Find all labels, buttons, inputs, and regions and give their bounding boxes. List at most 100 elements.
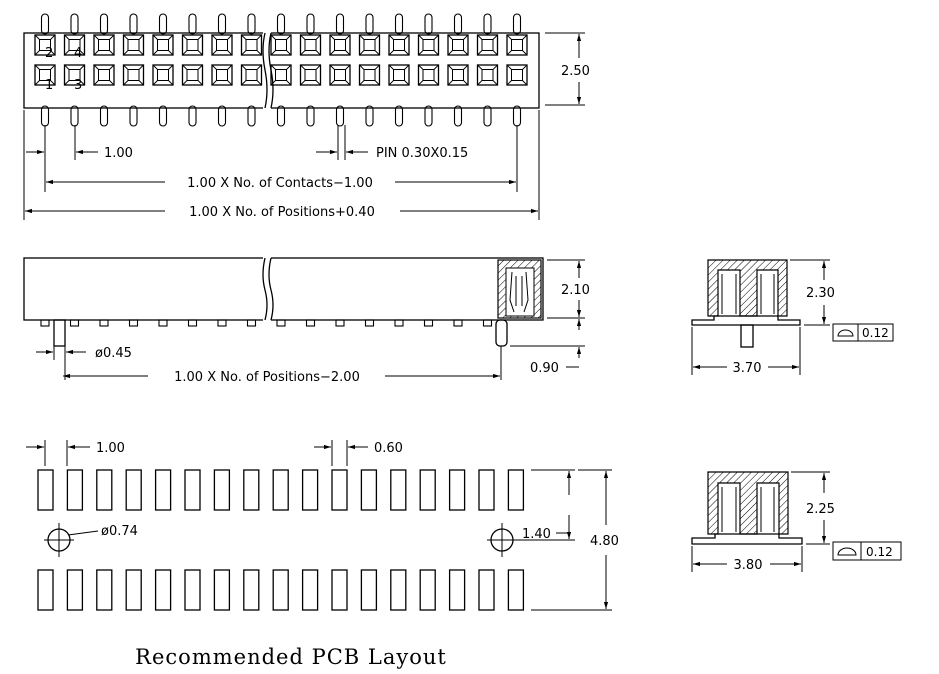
side-view-post-right bbox=[495, 319, 508, 347]
cavity-chamfer bbox=[152, 34, 174, 56]
side-break-line-right bbox=[268, 257, 274, 321]
side-view: 2.10 0.90 ø0.45 1.00 X No. of Positions−… bbox=[23, 256, 590, 385]
pcb-pad bbox=[213, 569, 231, 611]
pcb-layout: ø0.74 1.00 0.60 1.40 4.80 Recommended PC… bbox=[26, 440, 619, 669]
side-tail bbox=[453, 319, 463, 327]
cavity-inner bbox=[452, 39, 464, 51]
pcb-pad bbox=[213, 469, 231, 511]
top-pin bbox=[247, 105, 256, 127]
cavity-chamfer bbox=[211, 34, 233, 56]
top-pin bbox=[129, 105, 138, 127]
cavity-chamfer bbox=[182, 34, 203, 56]
top-pin bbox=[99, 105, 109, 127]
cavity-outer bbox=[93, 34, 115, 56]
pcb-pad bbox=[154, 469, 172, 511]
end-view-top-housing bbox=[707, 259, 788, 317]
cavity-outer bbox=[506, 34, 528, 56]
cavity-chamfer bbox=[447, 64, 469, 86]
side-tail bbox=[423, 319, 434, 327]
top-pin bbox=[512, 105, 522, 127]
cavity-chamfer bbox=[64, 34, 85, 56]
top-pin bbox=[99, 13, 109, 35]
cavity-chamfer bbox=[506, 34, 528, 56]
top-pin bbox=[483, 105, 492, 127]
cavity-chamfer bbox=[241, 64, 262, 86]
cavity-chamfer bbox=[34, 64, 56, 86]
cavity-inner bbox=[481, 39, 494, 51]
cavity-inner bbox=[157, 69, 169, 81]
pcb-pad bbox=[96, 569, 113, 611]
cavity-inner bbox=[68, 69, 81, 81]
profile-surface-icon bbox=[837, 547, 857, 556]
top-pin bbox=[306, 13, 315, 35]
top-pin bbox=[217, 105, 227, 127]
cavity-outer bbox=[417, 64, 440, 86]
cavity-chamfer bbox=[388, 64, 410, 86]
top-pin bbox=[129, 13, 138, 35]
cavity-inner bbox=[98, 39, 110, 51]
end-view-bottom-contacts bbox=[721, 487, 775, 532]
cavity-chamfer bbox=[270, 64, 292, 86]
top-pin bbox=[365, 105, 374, 127]
cavity-outer bbox=[329, 64, 351, 86]
side-tail bbox=[394, 319, 404, 327]
end-bottom-width-dim: 3.80 bbox=[734, 558, 763, 573]
cavity-chamfer bbox=[329, 64, 351, 86]
cavity-chamfer bbox=[447, 34, 469, 56]
cavity-inner bbox=[157, 39, 169, 51]
cavity-chamfer bbox=[64, 64, 85, 86]
pcb-row-span-dim: 4.80 bbox=[590, 534, 619, 549]
pcb-pad bbox=[419, 469, 436, 511]
cavity-outer bbox=[211, 64, 233, 86]
cavity-outer bbox=[181, 64, 204, 86]
cavity-outer bbox=[34, 64, 56, 86]
top-pin bbox=[394, 13, 404, 35]
end-view-bottom-base bbox=[691, 533, 803, 545]
pcb-hole-right bbox=[487, 523, 517, 557]
pcb-pad bbox=[243, 569, 260, 611]
pcb-pad-width-dim: 0.60 bbox=[374, 441, 403, 456]
pcb-hole-dim: ø0.74 bbox=[101, 524, 138, 539]
top-pin bbox=[306, 105, 315, 127]
cavity-outer bbox=[476, 34, 499, 56]
top-view-contact-cavities bbox=[34, 34, 528, 86]
cavity-outer bbox=[299, 34, 322, 56]
cavity-inner bbox=[39, 69, 51, 81]
cavity-chamfer bbox=[418, 34, 439, 56]
pcb-pad bbox=[184, 569, 201, 611]
pcb-pad bbox=[184, 469, 201, 511]
top-pin bbox=[247, 13, 256, 35]
top-pin bbox=[70, 105, 79, 127]
end-bottom-tolerance-frame: 0.12 bbox=[832, 541, 902, 561]
top-pin-dim: PIN 0.30X0.15 bbox=[376, 146, 468, 161]
pin-label-4: 4 bbox=[74, 46, 82, 61]
cavity-inner bbox=[363, 39, 376, 51]
pcb-hole-left bbox=[44, 523, 74, 557]
pcb-row-offset-dim: 1.40 bbox=[522, 527, 551, 542]
cavity-inner bbox=[304, 39, 317, 51]
top-pin bbox=[483, 13, 492, 35]
side-view-contact bbox=[509, 271, 529, 313]
cavity-chamfer bbox=[152, 64, 174, 86]
pcb-pad bbox=[507, 569, 525, 611]
cavity-outer bbox=[388, 64, 410, 86]
side-view-post-left bbox=[53, 319, 66, 347]
cavity-outer bbox=[34, 34, 56, 56]
cavity-chamfer bbox=[300, 64, 321, 86]
cavity-inner bbox=[511, 69, 523, 81]
pcb-pad bbox=[125, 469, 142, 511]
cavity-inner bbox=[186, 39, 199, 51]
top-view-break-mask bbox=[263, 31, 271, 111]
cavity-outer bbox=[447, 64, 469, 86]
cavity-inner bbox=[245, 39, 258, 51]
cavity-inner bbox=[275, 69, 287, 81]
top-view-upper-pins bbox=[40, 13, 522, 35]
cavity-outer bbox=[417, 34, 440, 56]
top-pin bbox=[40, 105, 50, 127]
side-tail bbox=[482, 319, 493, 327]
cavity-inner bbox=[393, 39, 405, 51]
cavity-chamfer bbox=[93, 64, 115, 86]
cavity-inner bbox=[127, 69, 140, 81]
pcb-pad bbox=[272, 569, 289, 611]
cavity-inner bbox=[363, 69, 376, 81]
